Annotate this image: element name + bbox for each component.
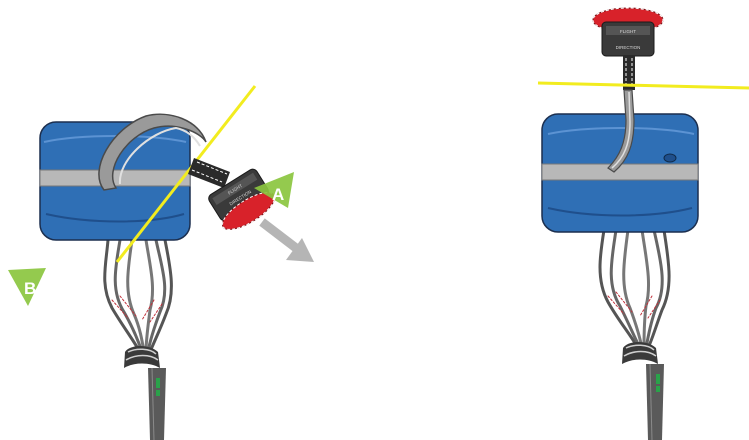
- right-pilot-chute: FLIGHT DIRECTION: [592, 7, 664, 57]
- svg-text:B: B: [24, 279, 36, 298]
- right-container: [541, 113, 699, 233]
- left-pilot-chute: FLIGHT DIRECTION: [208, 168, 276, 230]
- left-bridle-loop: [98, 113, 207, 191]
- svg-text:FLIGHT: FLIGHT: [620, 29, 636, 34]
- left-scene: FLIGHT DIRECTION A B: [8, 85, 314, 440]
- right-bridle-strap: [623, 56, 635, 90]
- left-bridle-strap: [188, 158, 230, 188]
- left-slider-bundle: [124, 346, 166, 440]
- right-slider-bundle: [622, 342, 664, 440]
- marker-a: A: [254, 172, 294, 208]
- right-suspension-lines: [598, 228, 671, 350]
- right-curved-pin: [607, 89, 635, 173]
- right-reference-line: [537, 81, 749, 90]
- pull-direction-arrow: [259, 218, 314, 262]
- svg-text:DIRECTION: DIRECTION: [616, 45, 641, 50]
- left-suspension-lines: [103, 238, 173, 354]
- left-reference-line: [115, 85, 257, 263]
- svg-text:A: A: [272, 185, 284, 204]
- left-container: [39, 121, 191, 241]
- marker-b: B: [8, 268, 46, 306]
- right-scene: FLIGHT DIRECTION: [537, 7, 749, 440]
